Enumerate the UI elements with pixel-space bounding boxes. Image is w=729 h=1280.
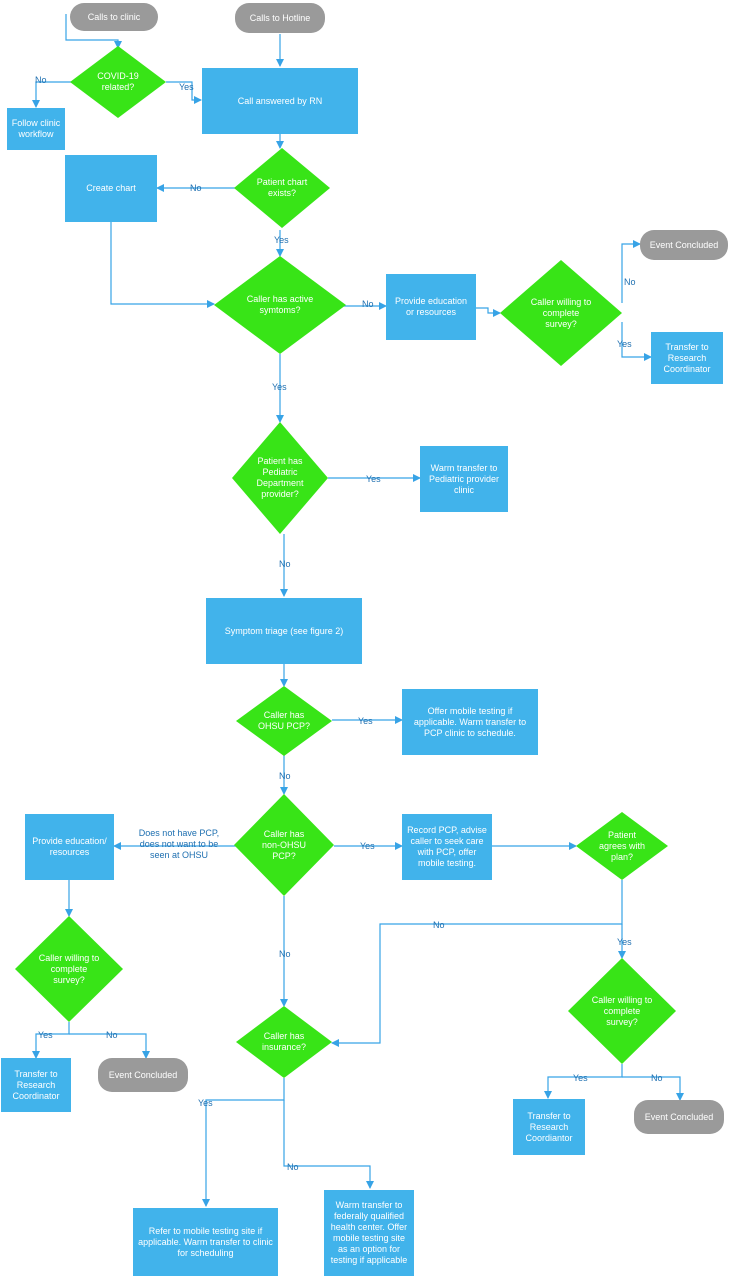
agrees-plan-decision: Patient agrees with plan? bbox=[576, 812, 668, 880]
edge-label-survey1-no: No bbox=[624, 277, 636, 287]
node-text: Transfer to Research Coordinator bbox=[663, 341, 711, 374]
node-text: Caller has active symtoms? bbox=[246, 294, 314, 315]
edge-create-symptoms bbox=[110, 222, 215, 308]
edge-label-nonohsu-no: No bbox=[279, 949, 291, 959]
node-text: Symptom triage (see figure 2) bbox=[224, 625, 344, 636]
has-insurance-decision: Caller has insurance? bbox=[236, 1006, 332, 1078]
chart-exists-decision: Patient chart exists? bbox=[234, 148, 330, 228]
follow-clinic-workflow-process: Follow clinic workflow bbox=[7, 108, 65, 150]
event-concluded-terminal-3: Event Concluded bbox=[634, 1100, 724, 1134]
node-text: Caller has non-OHSU PCP? bbox=[261, 828, 306, 861]
node-text: Offer mobile testing if applicable. Warm… bbox=[413, 705, 527, 738]
edge-label-survey1-yes: Yes bbox=[617, 339, 632, 349]
edge-label-agrees-yes: Yes bbox=[617, 937, 632, 947]
node-text: Caller has insurance? bbox=[261, 1031, 307, 1052]
warm-transfer-fqhc-process: Warm transfer to federally qualified hea… bbox=[324, 1190, 414, 1276]
edge-covid-no bbox=[32, 81, 72, 108]
edge-label-ohsu-yes: Yes bbox=[358, 716, 373, 726]
node-text: Warm transfer to federally qualified hea… bbox=[330, 1200, 408, 1265]
node-text: Patient agrees with plan? bbox=[598, 829, 646, 862]
survey-willing-decision-1: Caller willing to complete survey? bbox=[500, 260, 622, 366]
edge-label-pediatric-no: No bbox=[279, 559, 291, 569]
call-answered-process: Call answered by RN bbox=[202, 68, 358, 134]
record-pcp-process: Record PCP, advise caller to seek care w… bbox=[402, 814, 492, 880]
edge-survey2-no bbox=[69, 1033, 150, 1059]
edge-label-agrees-no: No bbox=[433, 920, 445, 930]
edge-insurance-yes bbox=[202, 1078, 285, 1207]
node-text: Event Concluded bbox=[644, 1111, 714, 1122]
provide-education-process: Provide education or resources bbox=[386, 274, 476, 340]
edge-label-covid-yes: Yes bbox=[179, 82, 194, 92]
calls-to-hotline-terminal: Calls to Hotline bbox=[235, 3, 325, 33]
survey-willing-decision-3: Caller willing to complete survey? bbox=[568, 958, 676, 1064]
create-chart-process: Create chart bbox=[65, 155, 157, 222]
survey-willing-decision-2: Caller willing to complete survey? bbox=[15, 916, 123, 1022]
node-text: Transfer to Research Coordinator bbox=[12, 1068, 60, 1101]
edge-survey1-no bbox=[621, 240, 641, 303]
edge-covid-yes bbox=[166, 81, 202, 104]
covid-related-decision: COVID-19 related? bbox=[70, 46, 166, 118]
edge-label-nonohsu-none: Does not have PCP, does not want to be s… bbox=[138, 828, 220, 860]
node-text: Follow clinic workflow bbox=[11, 118, 61, 139]
node-text: Record PCP, advise caller to seek care w… bbox=[407, 825, 487, 868]
edge-label-survey3-yes: Yes bbox=[573, 1073, 588, 1083]
node-text: Event Concluded bbox=[649, 239, 719, 250]
edge-survey1-yes bbox=[621, 322, 652, 361]
node-text: Patient has Pediatric Department provide… bbox=[256, 456, 304, 499]
edge-survey3-yes bbox=[544, 1064, 623, 1099]
edge-agrees-no bbox=[331, 880, 623, 1047]
node-text: Provide education/ resources bbox=[32, 836, 107, 857]
node-text: Patient chart exists? bbox=[256, 177, 308, 198]
edge-label-survey3-no: No bbox=[651, 1073, 663, 1083]
edge-survey2-yes bbox=[32, 1022, 70, 1059]
node-text: Caller has OHSU PCP? bbox=[257, 710, 310, 731]
node-text: Calls to clinic bbox=[87, 11, 141, 22]
node-text: Call answered by RN bbox=[237, 95, 323, 106]
symptom-triage-process: Symptom triage (see figure 2) bbox=[206, 598, 362, 664]
edge-label-ohsu-no: No bbox=[279, 771, 291, 781]
edge-label-symptoms-yes: Yes bbox=[272, 382, 287, 392]
edge-label-chart-yes: Yes bbox=[274, 235, 289, 245]
node-text: Create chart bbox=[86, 183, 136, 193]
event-concluded-terminal-2: Event Concluded bbox=[98, 1058, 188, 1092]
node-text: Caller willing to complete survey? bbox=[530, 296, 592, 329]
edge-clinic-covid bbox=[65, 14, 122, 49]
node-text: Event Concluded bbox=[108, 1069, 178, 1080]
edge-insurance-no bbox=[283, 1100, 374, 1189]
offer-mobile-testing-process: Offer mobile testing if applicable. Warm… bbox=[402, 689, 538, 755]
node-text: Caller willing to complete survey? bbox=[591, 994, 653, 1027]
transfer-research-process-2: Transfer to Research Coordinator bbox=[1, 1058, 71, 1112]
event-concluded-terminal-1: Event Concluded bbox=[640, 230, 728, 260]
edge-label-symptoms-no: No bbox=[362, 299, 374, 309]
active-symptoms-decision: Caller has active symtoms? bbox=[214, 256, 346, 354]
edge-label-insurance-no: No bbox=[287, 1162, 299, 1172]
ohsu-pcp-decision: Caller has OHSU PCP? bbox=[236, 686, 332, 756]
calls-to-clinic-terminal: Calls to clinic bbox=[70, 3, 158, 31]
node-text: Provide education or resources bbox=[394, 296, 468, 317]
node-text: COVID-19 related? bbox=[97, 71, 139, 92]
edge-label-insurance-yes: Yes bbox=[198, 1098, 213, 1108]
node-text: Transfer to Research Coordiantor bbox=[525, 1110, 573, 1143]
edge-edu-survey1 bbox=[476, 307, 501, 317]
node-text: Calls to Hotline bbox=[249, 12, 311, 23]
refer-mobile-testing-process: Refer to mobile testing site if applicab… bbox=[133, 1208, 278, 1276]
node-text: Refer to mobile testing site if applicab… bbox=[138, 1225, 273, 1258]
node-text: Warm transfer to Pediatric provider clin… bbox=[428, 462, 500, 495]
transfer-research-process-1: Transfer to Research Coordinator bbox=[651, 332, 723, 384]
edge-label-pediatric-yes: Yes bbox=[366, 474, 381, 484]
node-text: Caller willing to complete survey? bbox=[38, 952, 100, 985]
edge-label-survey2-no: No bbox=[106, 1030, 118, 1040]
edge-survey3-no bbox=[622, 1076, 684, 1101]
transfer-research-process-3: Transfer to Research Coordiantor bbox=[513, 1099, 585, 1155]
edge-label-nonohsu-yes: Yes bbox=[360, 841, 375, 851]
pediatric-provider-decision: Patient has Pediatric Department provide… bbox=[232, 422, 328, 534]
edge-label-covid-no: No bbox=[35, 75, 47, 85]
non-ohsu-pcp-decision: Caller has non-OHSU PCP? bbox=[234, 794, 334, 896]
provide-education-process-2: Provide education/ resources bbox=[25, 814, 114, 880]
warm-transfer-pediatric-process: Warm transfer to Pediatric provider clin… bbox=[420, 446, 508, 512]
edge-label-chart-no: No bbox=[190, 183, 202, 193]
edge-label-survey2-yes: Yes bbox=[38, 1030, 53, 1040]
